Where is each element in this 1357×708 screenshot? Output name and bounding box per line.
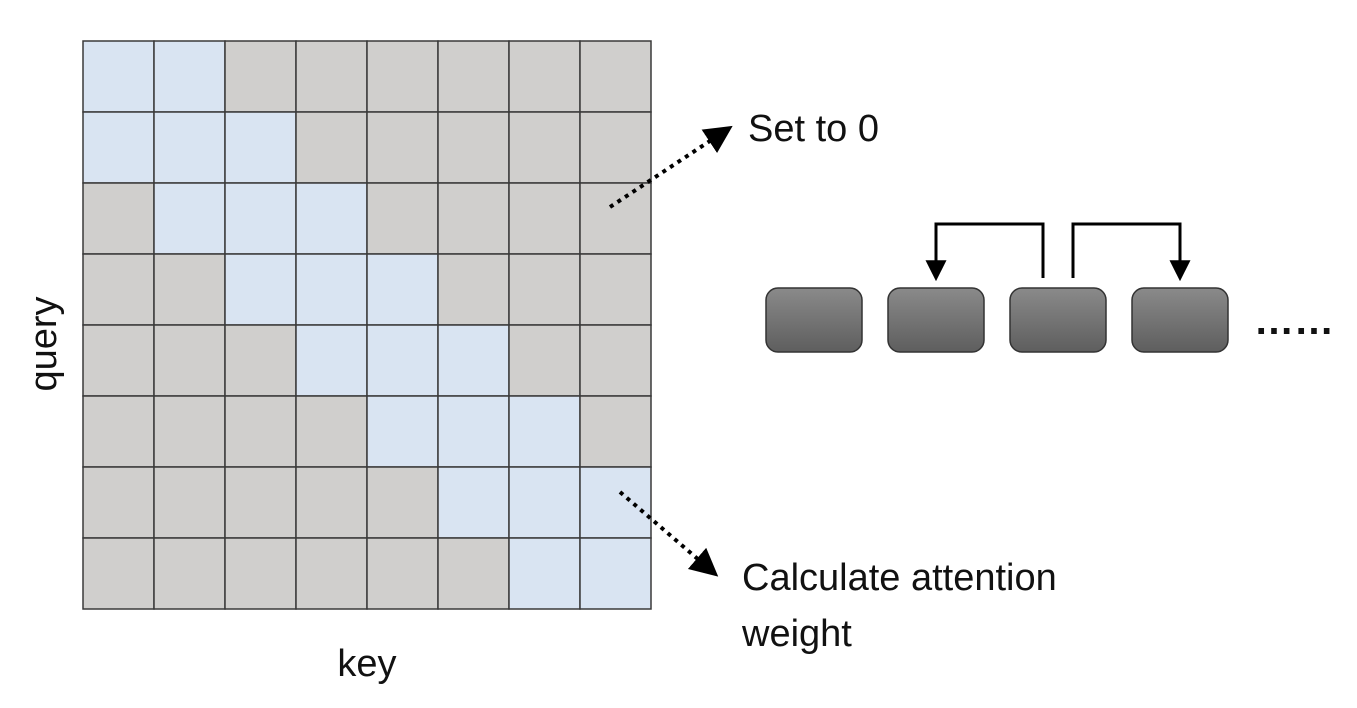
- token-sequence: [765, 287, 1229, 353]
- matrix-cell-masked: [82, 537, 155, 610]
- matrix-cell-masked: [295, 111, 368, 184]
- matrix-cell-masked: [579, 395, 652, 468]
- matrix-cell-masked: [295, 466, 368, 539]
- matrix-cell-active: [153, 111, 226, 184]
- token-box: [1131, 287, 1229, 353]
- matrix-cell-masked: [153, 466, 226, 539]
- matrix-cell-masked: [366, 537, 439, 610]
- matrix-cell-masked: [224, 466, 297, 539]
- matrix-cell-masked: [508, 111, 581, 184]
- matrix-cell-masked: [508, 182, 581, 255]
- matrix-cell-masked: [437, 111, 510, 184]
- matrix-cell-masked: [295, 537, 368, 610]
- matrix-cell-active: [366, 395, 439, 468]
- attention-matrix: [82, 40, 652, 610]
- matrix-cell-masked: [508, 40, 581, 113]
- matrix-cell-active: [437, 324, 510, 397]
- matrix-cell-masked: [82, 395, 155, 468]
- matrix-cell-masked: [82, 466, 155, 539]
- matrix-cell-active: [224, 182, 297, 255]
- sequence-ellipsis: ……: [1254, 299, 1334, 343]
- matrix-cell-masked: [153, 253, 226, 326]
- matrix-cell-masked: [579, 253, 652, 326]
- matrix-cell-active: [508, 537, 581, 610]
- matrix-cell-active: [366, 253, 439, 326]
- matrix-cell-active: [437, 395, 510, 468]
- matrix-cell-masked: [366, 111, 439, 184]
- token-box: [1009, 287, 1107, 353]
- matrix-cell-masked: [437, 40, 510, 113]
- matrix-cell-active: [295, 253, 368, 326]
- matrix-cell-masked: [579, 111, 652, 184]
- matrix-cell-active: [508, 466, 581, 539]
- matrix-cell-active: [295, 324, 368, 397]
- matrix-cell-active: [224, 253, 297, 326]
- active-annotation-arrow: [618, 490, 719, 577]
- matrix-cell-active: [295, 182, 368, 255]
- token-attention-arrow: [925, 222, 1045, 282]
- matrix-cell-masked: [579, 182, 652, 255]
- matrix-cell-masked: [224, 324, 297, 397]
- y-axis-label: query: [23, 296, 65, 391]
- matrix-cell-masked: [153, 395, 226, 468]
- matrix-cell-masked: [224, 40, 297, 113]
- token-arrows: [925, 222, 1191, 282]
- active-annotation-label-line-1: Calculate attention: [742, 557, 1057, 599]
- matrix-cell-masked: [295, 40, 368, 113]
- matrix-cell-masked: [579, 324, 652, 397]
- matrix-cell-masked: [82, 253, 155, 326]
- matrix-cell-active: [224, 111, 297, 184]
- token-box: [765, 287, 863, 353]
- matrix-cell-masked: [366, 182, 439, 255]
- masked-annotation-label: Set to 0: [748, 108, 879, 150]
- matrix-cell-masked: [437, 537, 510, 610]
- matrix-cell-active: [437, 466, 510, 539]
- matrix-cell-masked: [437, 253, 510, 326]
- matrix-cell-active: [82, 40, 155, 113]
- matrix-cell-masked: [508, 253, 581, 326]
- x-axis-label: key: [337, 643, 396, 685]
- matrix-cell-masked: [153, 324, 226, 397]
- matrix-cell-masked: [295, 395, 368, 468]
- matrix-cell-active: [508, 395, 581, 468]
- matrix-cell-masked: [366, 40, 439, 113]
- matrix-cell-masked: [437, 182, 510, 255]
- matrix-cell-masked: [224, 395, 297, 468]
- token-box: [887, 287, 985, 353]
- token-attention-arrow: [1071, 222, 1191, 282]
- matrix-cell-active: [153, 182, 226, 255]
- masked-annotation-arrow: [608, 125, 733, 209]
- matrix-cell-masked: [82, 324, 155, 397]
- matrix-cell-masked: [366, 466, 439, 539]
- matrix-cell-masked: [153, 537, 226, 610]
- matrix-cell-masked: [508, 324, 581, 397]
- matrix-cell-masked: [224, 537, 297, 610]
- active-annotation-label-line-2: weight: [741, 613, 852, 655]
- matrix-cell-active: [82, 111, 155, 184]
- matrix-cell-active: [579, 537, 652, 610]
- matrix-cell-active: [366, 324, 439, 397]
- matrix-cell-masked: [579, 40, 652, 113]
- matrix-cell-masked: [82, 182, 155, 255]
- matrix-cell-active: [153, 40, 226, 113]
- matrix-cell-active: [579, 466, 652, 539]
